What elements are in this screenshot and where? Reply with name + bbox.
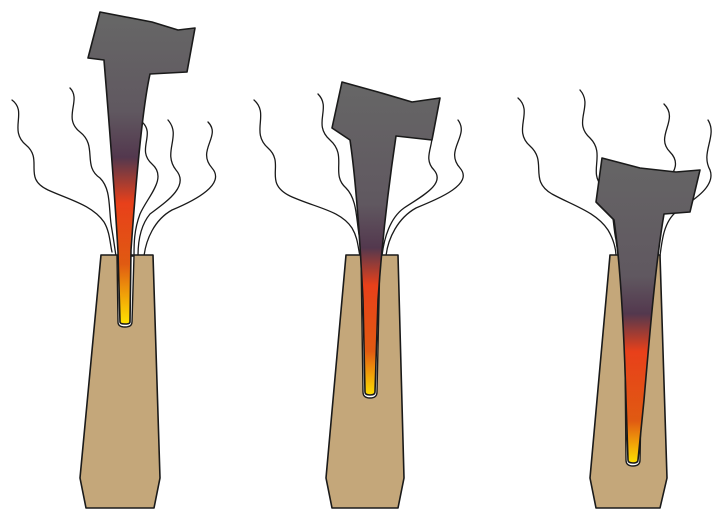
stage-3	[518, 90, 711, 508]
stage-1	[12, 12, 216, 508]
smoke-line	[386, 120, 463, 256]
stage-2	[254, 82, 463, 508]
smoke-line	[138, 120, 180, 256]
